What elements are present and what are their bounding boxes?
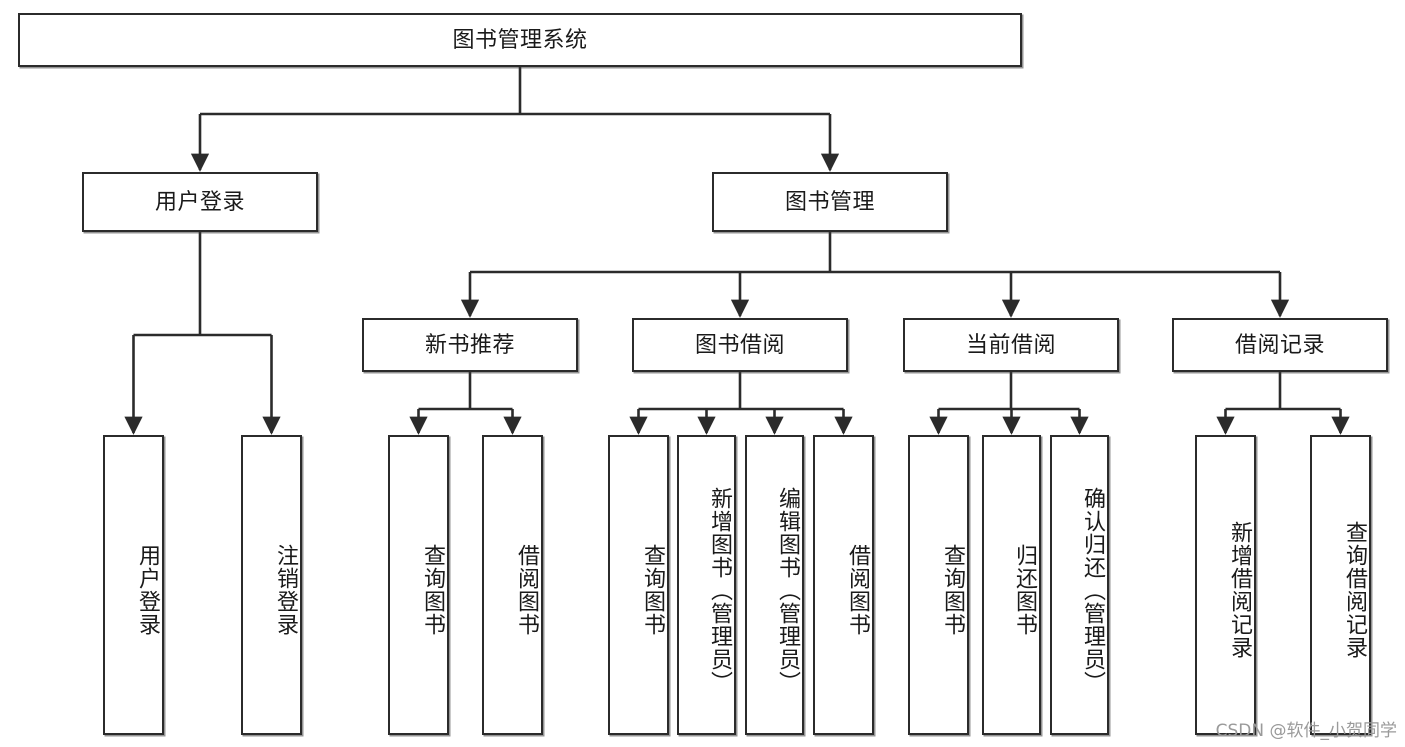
node-label: 查询图书 (941, 544, 966, 636)
node-label: 确认归还（管理员） (1081, 486, 1106, 694)
level3-node-borrow-record[interactable]: 借阅记录 (1172, 318, 1388, 372)
leaf-node-leaf-borrow-book-rec[interactable]: 借阅图书 (482, 435, 543, 735)
level3-node-book-borrow[interactable]: 图书借阅 (632, 318, 848, 372)
leaf-node-leaf-borrow-book[interactable]: 借阅图书 (813, 435, 874, 735)
level3-node-current-borrow[interactable]: 当前借阅 (903, 318, 1119, 372)
node-label: 查询图书 (641, 544, 666, 636)
leaf-node-leaf-edit-book[interactable]: 编辑图书（管理员） (745, 435, 804, 735)
leaf-node-leaf-query-record[interactable]: 查询借阅记录 (1310, 435, 1371, 735)
node-label: 注销登录 (274, 544, 299, 636)
level2-node-book-manage[interactable]: 图书管理 (712, 172, 948, 232)
leaf-node-leaf-query-book-borrow[interactable]: 查询图书 (608, 435, 669, 735)
node-label: 新增图书（管理员） (708, 486, 733, 694)
leaf-node-leaf-return-book[interactable]: 归还图书 (982, 435, 1041, 735)
leaf-node-leaf-add-record[interactable]: 新增借阅记录 (1195, 435, 1256, 735)
leaf-node-leaf-user-logout[interactable]: 注销登录 (241, 435, 302, 735)
leaf-node-leaf-confirm-return[interactable]: 确认归还（管理员） (1050, 435, 1109, 735)
node-label: 查询图书 (421, 544, 446, 636)
node-label: 借阅图书 (846, 544, 871, 636)
level2-node-user-login[interactable]: 用户登录 (82, 172, 318, 232)
level3-node-new-book-recommend[interactable]: 新书推荐 (362, 318, 578, 372)
watermark: CSDN @软件_小贺同学 (1215, 721, 1397, 741)
node-label: 新书推荐 (424, 331, 515, 357)
node-label: 当前借阅 (965, 331, 1056, 357)
leaf-node-leaf-add-book[interactable]: 新增图书（管理员） (677, 435, 736, 735)
node-label: 图书管理 (784, 188, 875, 214)
node-label: 用户登录 (136, 544, 161, 636)
leaf-node-leaf-query-book-rec[interactable]: 查询图书 (388, 435, 449, 735)
leaf-node-leaf-query-book-cur[interactable]: 查询图书 (908, 435, 969, 735)
root-node-book-management-system[interactable]: 图书管理系统 (18, 13, 1022, 67)
node-label: 新增借阅记录 (1228, 521, 1253, 659)
node-label: 图书借阅 (694, 331, 785, 357)
node-label: 借阅图书 (515, 544, 540, 636)
node-label: 图书管理系统 (452, 26, 588, 52)
node-label: 归还图书 (1013, 544, 1038, 636)
node-label: 查询借阅记录 (1343, 521, 1368, 659)
node-label: 用户登录 (154, 188, 245, 214)
node-label: 编辑图书（管理员） (776, 486, 801, 694)
leaf-node-leaf-user-login[interactable]: 用户登录 (103, 435, 164, 735)
node-label: 借阅记录 (1234, 331, 1325, 357)
